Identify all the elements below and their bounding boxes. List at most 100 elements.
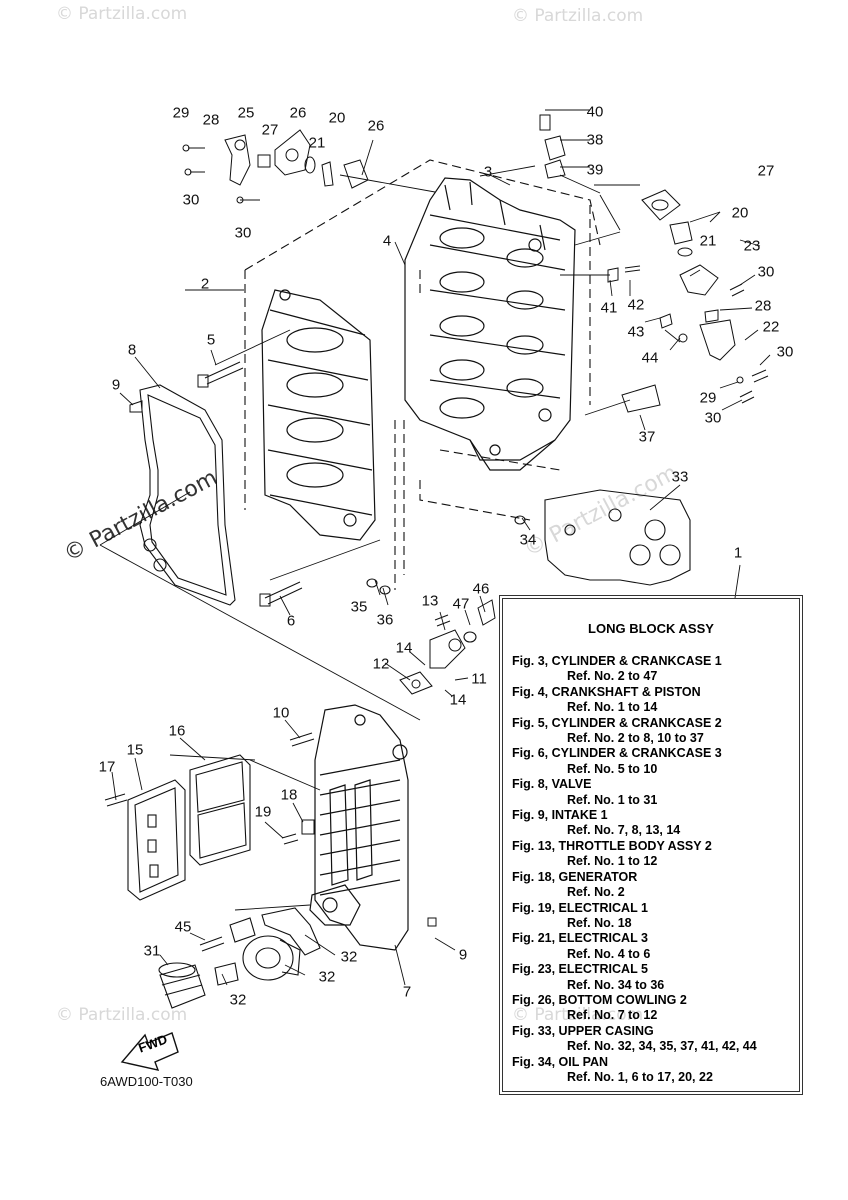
callout-47: 47 bbox=[452, 595, 470, 613]
oil-filter-assembly bbox=[158, 907, 321, 1009]
callout-42: 32 bbox=[229, 991, 247, 1009]
legend-fig: Fig. 33, UPPER CASING bbox=[512, 1023, 654, 1038]
callout-43: 32 bbox=[318, 968, 336, 986]
callout-28-b: 29 bbox=[699, 389, 717, 407]
callout-19: 19 bbox=[254, 803, 272, 821]
callout-30-b: 30 bbox=[234, 224, 252, 242]
callout-29: 29 bbox=[172, 104, 190, 122]
callout-26: 26 bbox=[367, 117, 385, 135]
callout-5: 5 bbox=[206, 331, 216, 349]
legend-ref: Ref. No. 2 to 47 bbox=[567, 669, 658, 684]
gasket-left bbox=[139, 384, 236, 606]
legend-fig: Fig. 9, INTAKE 1 bbox=[512, 808, 608, 823]
legend-fig: Fig. 19, ELECTRICAL 1 bbox=[512, 900, 648, 915]
callout-21-b: 21 bbox=[699, 232, 717, 250]
legend-fig: Fig. 4, CRANKSHAFT & PISTON bbox=[512, 684, 701, 699]
legend-fig: Fig. 21, ELECTRICAL 3 bbox=[512, 931, 648, 946]
legend-ref: Ref. No. 7 to 12 bbox=[567, 1008, 658, 1023]
legend-fig: Fig. 3, CYLINDER & CRANKCASE 1 bbox=[512, 654, 722, 668]
legend-ref: Ref. No. 7, 8, 13, 14 bbox=[567, 823, 681, 838]
callout-20-b: 20 bbox=[731, 204, 749, 222]
legend-ref: Ref. No. 5 to 10 bbox=[567, 761, 658, 776]
legend-fig: Fig. 13, THROTTLE BODY ASSY 2 bbox=[512, 838, 712, 853]
legend-fig: Fig. 34, OIL PAN bbox=[512, 1054, 609, 1069]
callout-2: 2 bbox=[200, 275, 210, 293]
legend-ref: Ref. No. 1 to 31 bbox=[567, 792, 658, 807]
callout-27: 27 bbox=[261, 121, 279, 139]
callout-22: 22 bbox=[762, 318, 780, 336]
lower-housing bbox=[309, 704, 409, 951]
callout-32-b: 35 bbox=[350, 598, 368, 616]
legend-box: LONG BLOCK ASSY Fig. 3, CYLINDER & CRANK… bbox=[499, 595, 803, 1095]
callout-41: 31 bbox=[143, 942, 161, 960]
watermark-bottom-left: © Partzilla.com bbox=[56, 1005, 188, 1025]
legend-ref: Ref. No. 34 to 36 bbox=[567, 977, 665, 992]
watermark-top-left: © Partzilla.com bbox=[56, 4, 188, 24]
callout-31: 33 bbox=[671, 468, 689, 486]
legend-ref: Ref. No. 4 to 6 bbox=[567, 946, 651, 961]
o-rings bbox=[366, 515, 526, 643]
legend-fig: Fig. 18, GENERATOR bbox=[512, 869, 638, 884]
callout-16: 16 bbox=[168, 722, 186, 740]
callout-25: 26 bbox=[289, 104, 307, 122]
callout-39: 43 bbox=[627, 323, 645, 341]
callout-7: 7 bbox=[402, 983, 412, 1001]
legend-fig: Fig. 23, ELECTRICAL 5 bbox=[512, 962, 648, 977]
callout-29-b: 30 bbox=[704, 409, 722, 427]
callout-13: 13 bbox=[421, 592, 439, 610]
watermark-top-right: © Partzilla.com bbox=[512, 6, 644, 26]
callout-18: 18 bbox=[280, 786, 298, 804]
crankcase-block bbox=[404, 177, 576, 471]
callout-35: 39 bbox=[586, 161, 604, 179]
callout-9-b: 9 bbox=[458, 946, 468, 964]
callout-3: 3 bbox=[483, 163, 493, 181]
callout-21: 21 bbox=[308, 134, 326, 152]
fwd-arrow bbox=[120, 1032, 179, 1071]
callout-9: 9 bbox=[111, 376, 121, 394]
callout-26-b: 27 bbox=[757, 162, 775, 180]
callout-30-d: 30 bbox=[776, 343, 794, 361]
callout-45: 45 bbox=[174, 918, 192, 936]
callout-33: 37 bbox=[638, 428, 656, 446]
side-covers bbox=[127, 754, 251, 901]
callout-4: 4 bbox=[382, 232, 392, 250]
crankcase-half bbox=[261, 289, 376, 541]
diagram-code: 6AWD100-T030 bbox=[100, 1074, 193, 1089]
callout-10: 10 bbox=[272, 704, 290, 722]
callout-40: 44 bbox=[641, 349, 659, 367]
legend-fig: Fig. 26, BOTTOM COWLING 2 bbox=[512, 992, 687, 1007]
callout-6: 6 bbox=[286, 612, 296, 630]
legend-ref: Ref. No. 32, 34, 35, 37, 41, 42, 44 bbox=[567, 1039, 757, 1054]
legend-title: LONG BLOCK ASSY bbox=[588, 621, 714, 636]
callout-38: 42 bbox=[627, 296, 645, 314]
callout-14-b: 14 bbox=[449, 691, 467, 709]
leader-lines bbox=[99, 109, 771, 986]
callout-27-b: 28 bbox=[754, 297, 772, 315]
callout-20: 20 bbox=[328, 109, 346, 127]
callout-1: 1 bbox=[733, 544, 743, 562]
callout-32: 34 bbox=[519, 531, 537, 549]
legend-ref: Ref. No. 1 to 12 bbox=[567, 854, 658, 869]
legend-fig: Fig. 5, CYLINDER & CRANKCASE 2 bbox=[512, 715, 722, 730]
callout-32-c: 36 bbox=[376, 611, 394, 629]
legend-ref: Ref. No. 1, 6 to 17, 20, 22 bbox=[567, 1069, 713, 1084]
legend-fig: Fig. 6, CYLINDER & CRANKCASE 3 bbox=[512, 746, 722, 761]
callout-24: 25 bbox=[237, 104, 255, 122]
callout-8: 8 bbox=[127, 341, 137, 359]
legend-fig: Fig. 8, VALVE bbox=[512, 777, 592, 792]
callout-37: 41 bbox=[600, 299, 618, 317]
callout-28: 28 bbox=[202, 111, 220, 129]
callout-34: 38 bbox=[586, 131, 604, 149]
thermostat-parts-left bbox=[182, 114, 566, 204]
fittings-middle bbox=[399, 599, 496, 695]
thermostat-parts-right bbox=[607, 189, 769, 413]
bolts bbox=[129, 361, 303, 607]
callout-12: 12 bbox=[372, 655, 390, 673]
callout-11: 11 bbox=[471, 670, 487, 688]
bolts-lower bbox=[104, 732, 437, 952]
callout-36: 40 bbox=[586, 103, 604, 121]
legend-ref: Ref. No. 2 bbox=[567, 885, 625, 900]
callout-30: 30 bbox=[182, 191, 200, 209]
